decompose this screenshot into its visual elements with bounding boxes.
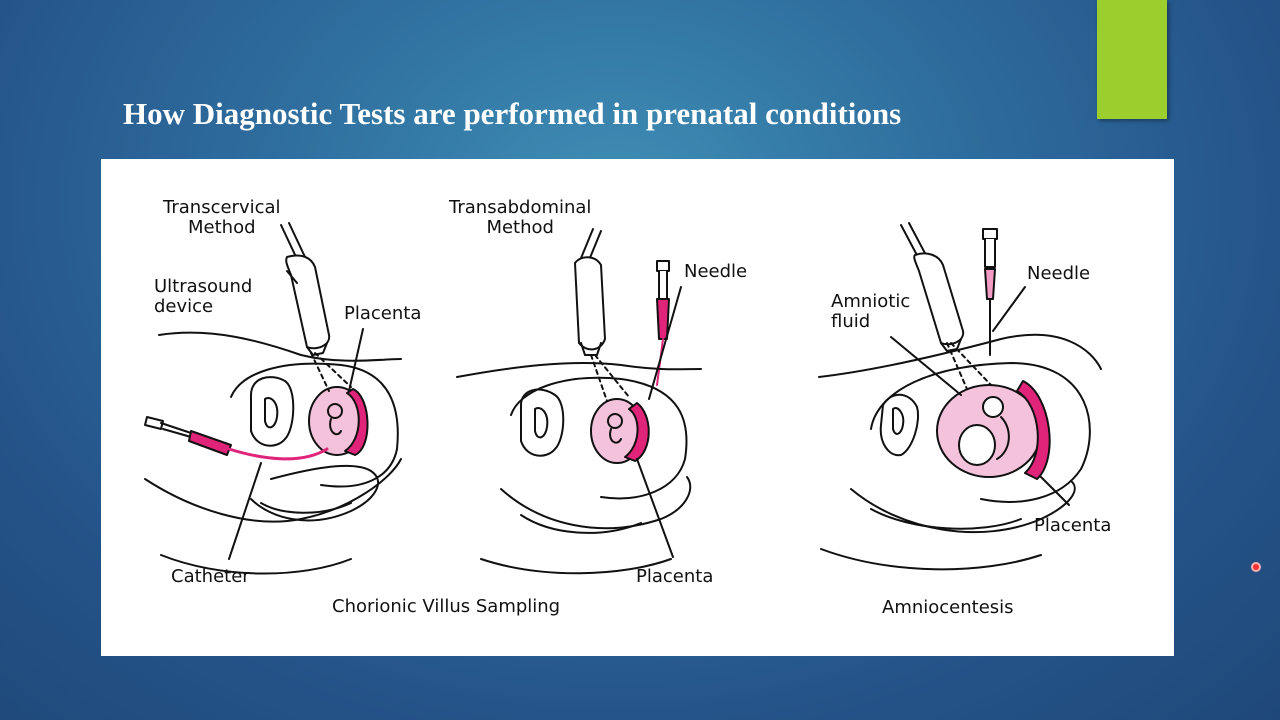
label-placenta-3: Placenta [1034,515,1112,536]
label-ultrasound-device: Ultrasound device [154,276,253,317]
label-transcervical-method: Transcervical Method [163,197,281,238]
label-needle-3: Needle [1027,263,1091,284]
label-amniotic-fluid: Amniotic fluid [831,291,911,332]
transabdominal-panel [456,228,702,575]
diagram-figure: Transcervical Method Ultrasound device P… [101,159,1174,656]
caption-amniocentesis: Amniocentesis [882,597,1014,618]
label-needle-2: Needle [684,261,748,282]
amniocentesis-panel [818,222,1102,571]
slide-title: How Diagnostic Tests are performed in pr… [123,96,902,131]
label-placenta-2: Placenta [636,566,714,587]
laser-pointer-icon [1251,562,1261,572]
label-transabdominal-method: Transabdominal Method [449,197,592,238]
illustration-art [144,222,1102,575]
transcervical-panel [144,222,402,575]
caption-chorionic-villus-sampling: Chorionic Villus Sampling [332,596,561,617]
label-catheter: Catheter [171,566,250,587]
label-placenta-1: Placenta [344,303,422,324]
accent-bar [1097,0,1167,119]
